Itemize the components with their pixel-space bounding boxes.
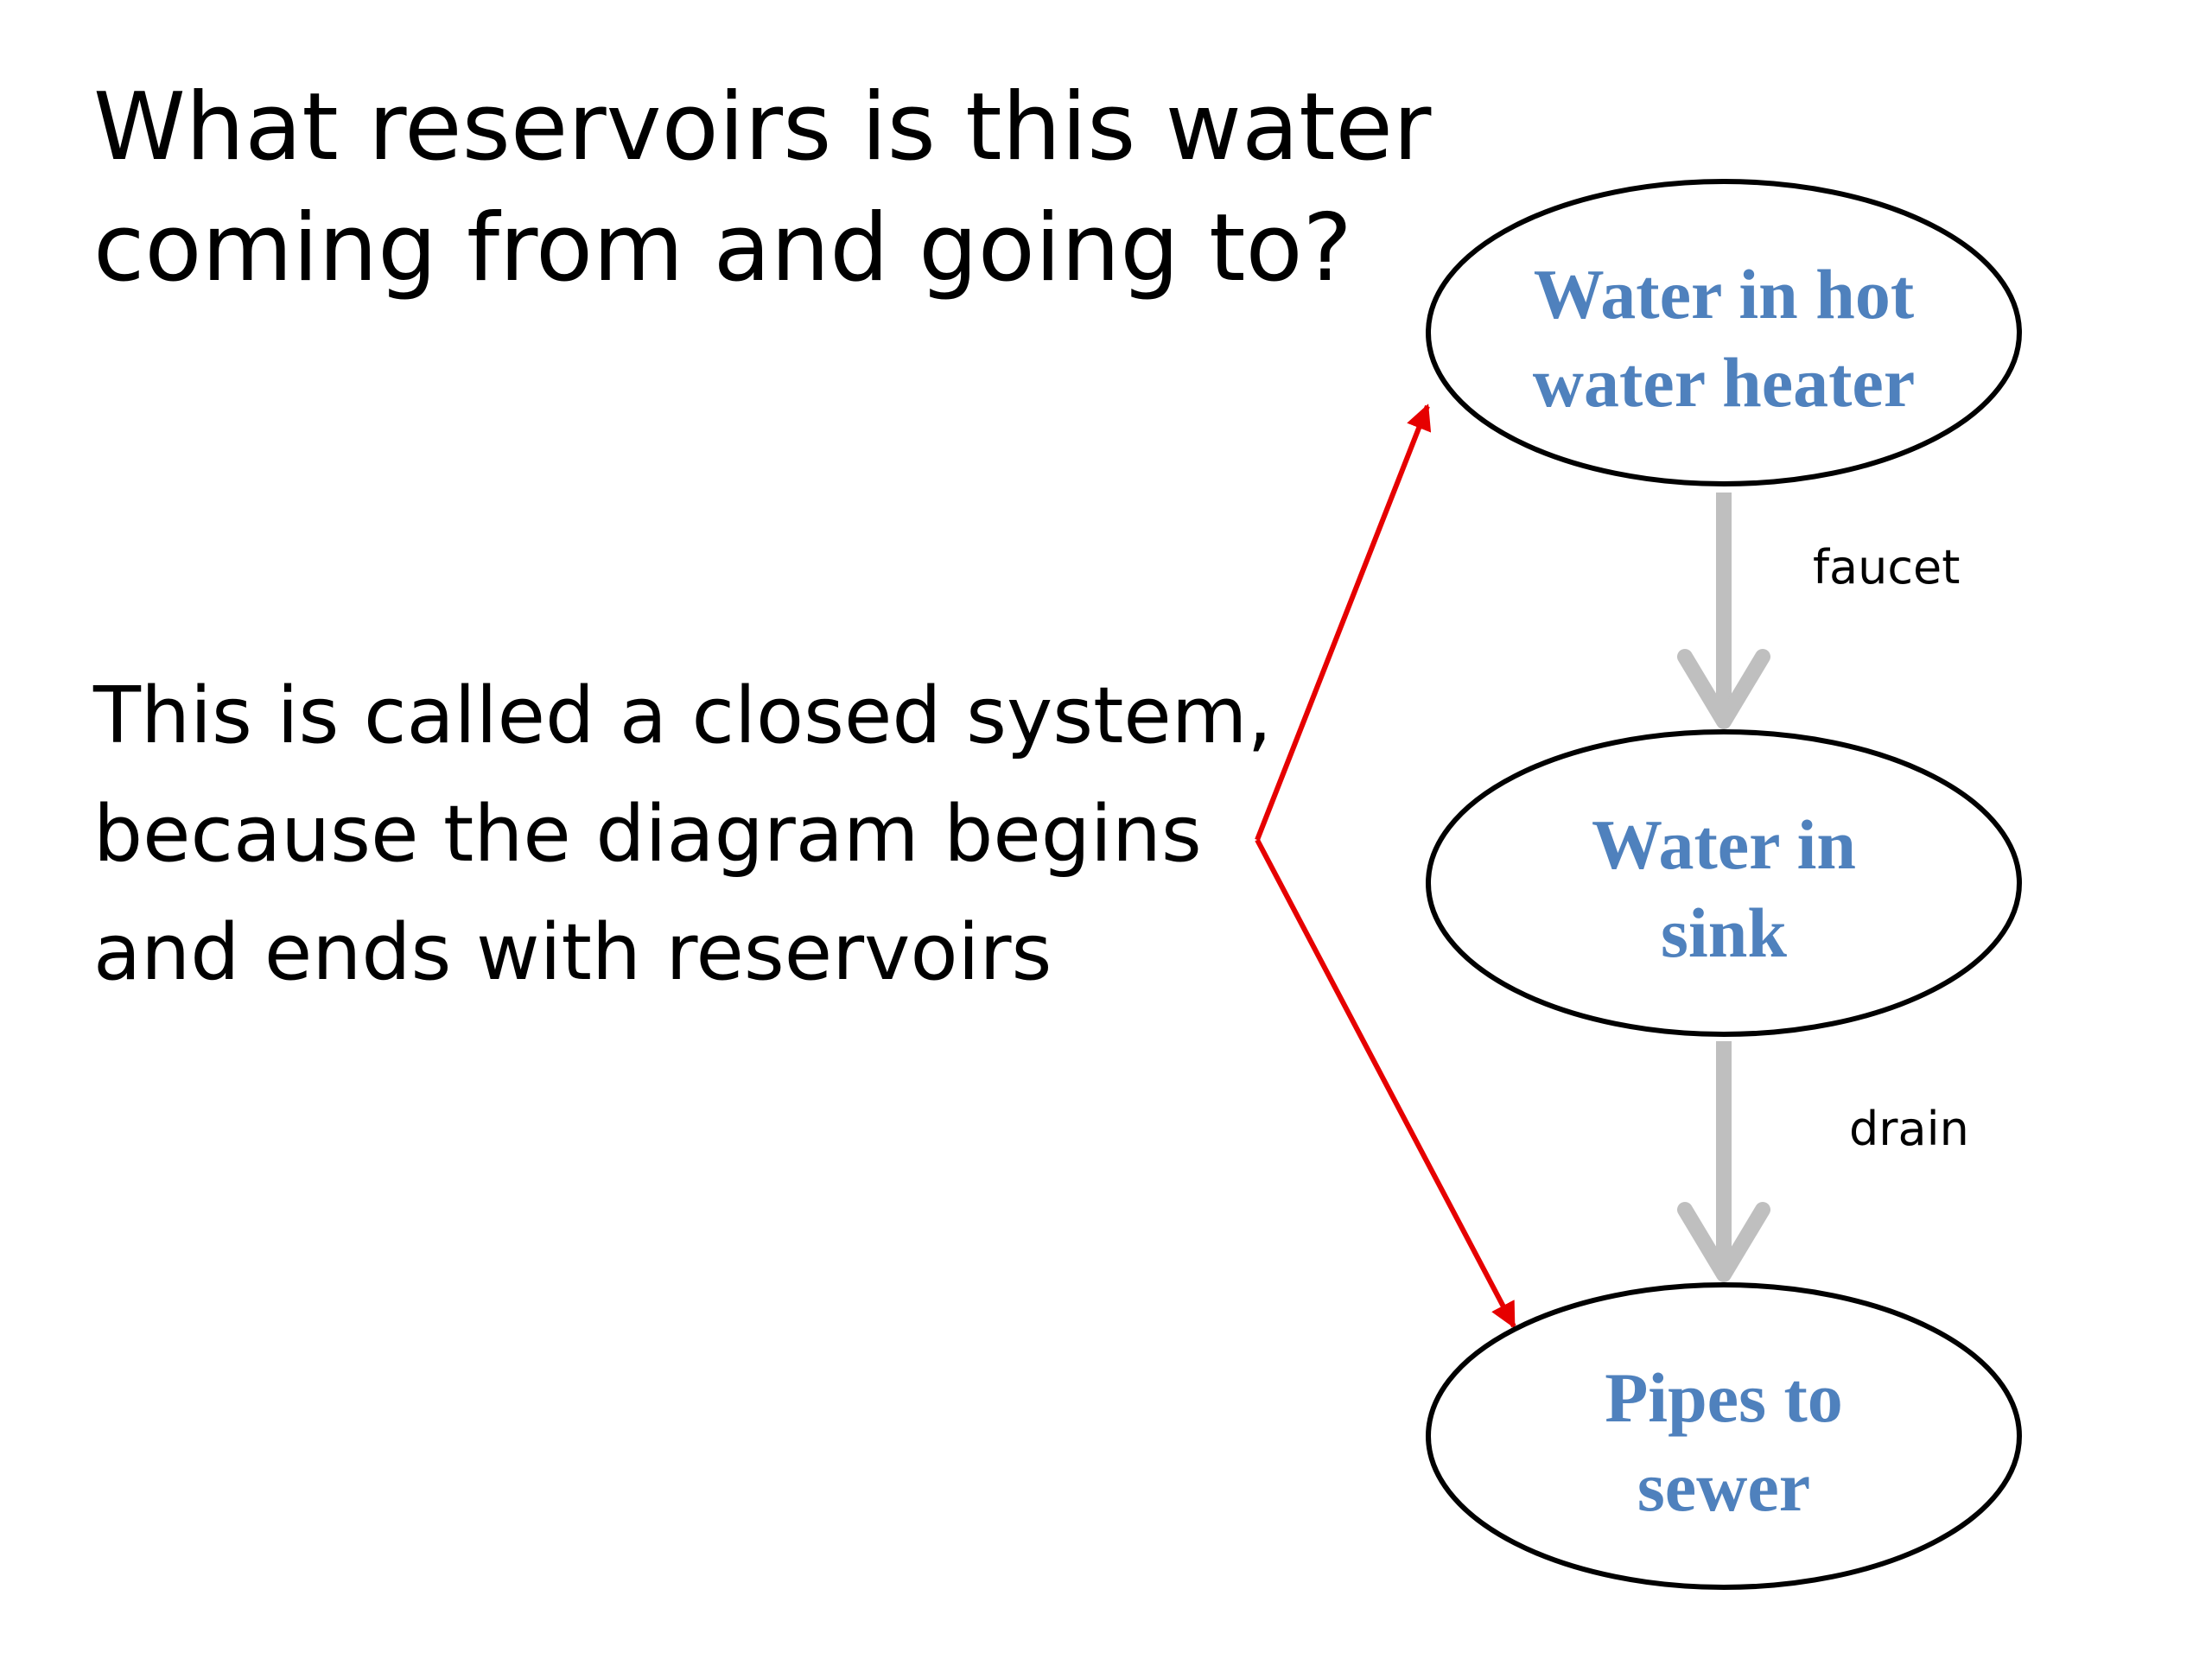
node-sewer-line-1: Pipes to [1605,1358,1843,1437]
flow-arrow-drain [1677,1041,1770,1282]
question-line-2: coming from and going to? [93,194,1352,302]
flow-arrow-faucet [1677,493,1770,729]
node-sink-line-1: Water in [1592,805,1856,884]
pointer-arrow-down [1255,838,1516,1329]
explanation-line-3: and ends with reservoirs [93,907,1052,998]
node-sewer: Pipes to sewer [1426,1282,2022,1590]
explanation-line-2: because the diagram begins [93,789,1202,880]
edge-label-drain: drain [1849,1102,1969,1156]
explanation-line-1: This is called a closed system, [93,671,1273,761]
edge-label-faucet: faucet [1813,540,1960,594]
node-hot-water-heater-line-1: Water in hot [1534,255,1914,334]
node-sewer-line-2: sewer [1637,1447,1810,1526]
question-line-1: What reservoirs is this water [93,73,1432,181]
node-hot-water-heater-line-2: water heater [1533,343,1915,422]
node-sink-line-2: sink [1661,893,1787,972]
node-hot-water-heater: Water in hot water heater [1426,179,2022,486]
slide-explanation: This is called a closed system, because … [93,657,1286,1012]
closed-system-pointer [1255,404,1516,1329]
slide-question: What reservoirs is this water coming fro… [93,67,1493,309]
node-sink: Water in sink [1426,729,2022,1037]
pointer-arrow-up [1255,404,1432,842]
